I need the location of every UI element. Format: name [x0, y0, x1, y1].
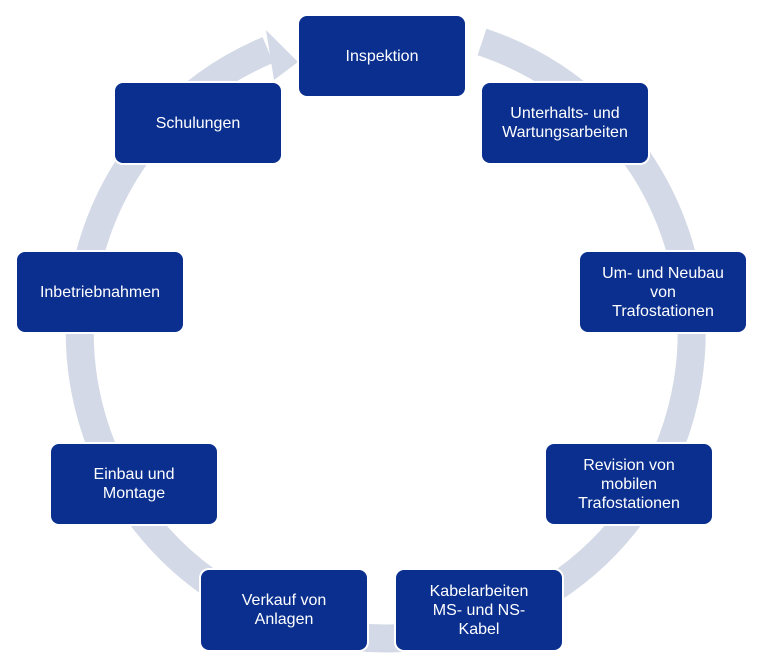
- node-label: Einbau und Montage: [93, 466, 175, 502]
- cycle-node-verkauf-anlagen: Verkauf von Anlagen: [201, 570, 367, 650]
- cycle-node-um-neubau-trafostationen: Um- und Neubau von Trafostationen: [580, 252, 746, 332]
- node-label: Kabelarbeiten MS- und NS- Kabel: [429, 582, 529, 638]
- cycle-node-kabelarbeiten: Kabelarbeiten MS- und NS- Kabel: [396, 570, 562, 650]
- cycle-node-schulungen: Schulungen: [115, 83, 281, 163]
- node-label: Inspektion: [345, 47, 419, 65]
- cycle-node-unterhalts-wartungsarbeiten: Unterhalts- und Wartungsarbeiten: [482, 83, 648, 163]
- node-label: Um- und Neubau von Trafostationen: [602, 264, 724, 320]
- node-label: Verkauf von Anlagen: [241, 592, 327, 628]
- node-label: Inbetriebnahmen: [39, 283, 161, 301]
- cycle-arrowhead: [266, 30, 298, 80]
- cycle-node-revision-mobile-trafostationen: Revision von mobilen Trafostationen: [546, 444, 712, 524]
- node-label: Revision von mobilen Trafostationen: [578, 456, 680, 512]
- node-label: Schulungen: [155, 114, 241, 132]
- node-label: Unterhalts- und Wartungsarbeiten: [502, 105, 628, 141]
- cycle-node-inspektion: Inspektion: [299, 16, 465, 96]
- cycle-node-einbau-montage: Einbau und Montage: [51, 444, 217, 524]
- cycle-node-inbetriebnahmen: Inbetriebnahmen: [17, 252, 183, 332]
